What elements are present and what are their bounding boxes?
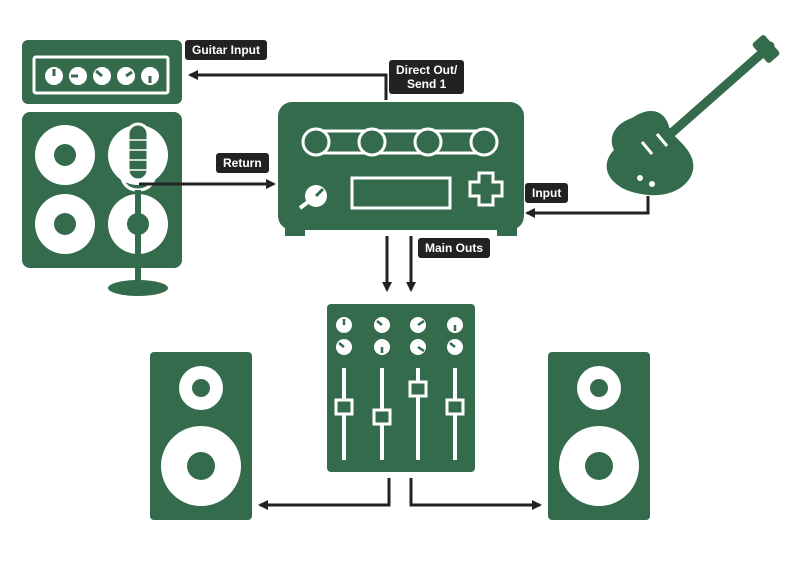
cable-mixer-to-right-monitor — [409, 478, 542, 510]
display-screen — [350, 176, 452, 210]
right-monitor-speaker — [548, 352, 650, 520]
label-main-outs: Main Outs — [418, 238, 491, 258]
guitar-amp-head — [22, 40, 182, 104]
footswitch-row — [301, 127, 499, 157]
cable-guitar-to-input — [525, 196, 650, 218]
label-return: Return — [216, 153, 269, 173]
speaker-cabinet — [22, 112, 182, 268]
left-monitor-speaker — [150, 352, 252, 520]
label-direct-out-line1: Direct Out/ — [396, 63, 458, 77]
multi-effects-processor — [278, 102, 524, 236]
mixer-faders — [334, 368, 465, 460]
cables — [139, 70, 650, 510]
navigation-dpad-icon — [468, 171, 504, 207]
processor-knob-icon — [298, 185, 327, 210]
label-guitar-input: Guitar Input — [185, 40, 267, 60]
label-direct-out-line2: Send 1 — [406, 77, 447, 91]
microphone — [108, 122, 168, 296]
label-input: Input — [525, 183, 569, 203]
label-direct-out-send: Direct Out/ Send 1 — [389, 60, 465, 94]
cable-mixer-to-left-monitor — [258, 478, 391, 510]
cable-direct-out-to-amp — [188, 70, 388, 100]
mixer — [327, 304, 475, 472]
electric-guitar — [606, 35, 780, 196]
